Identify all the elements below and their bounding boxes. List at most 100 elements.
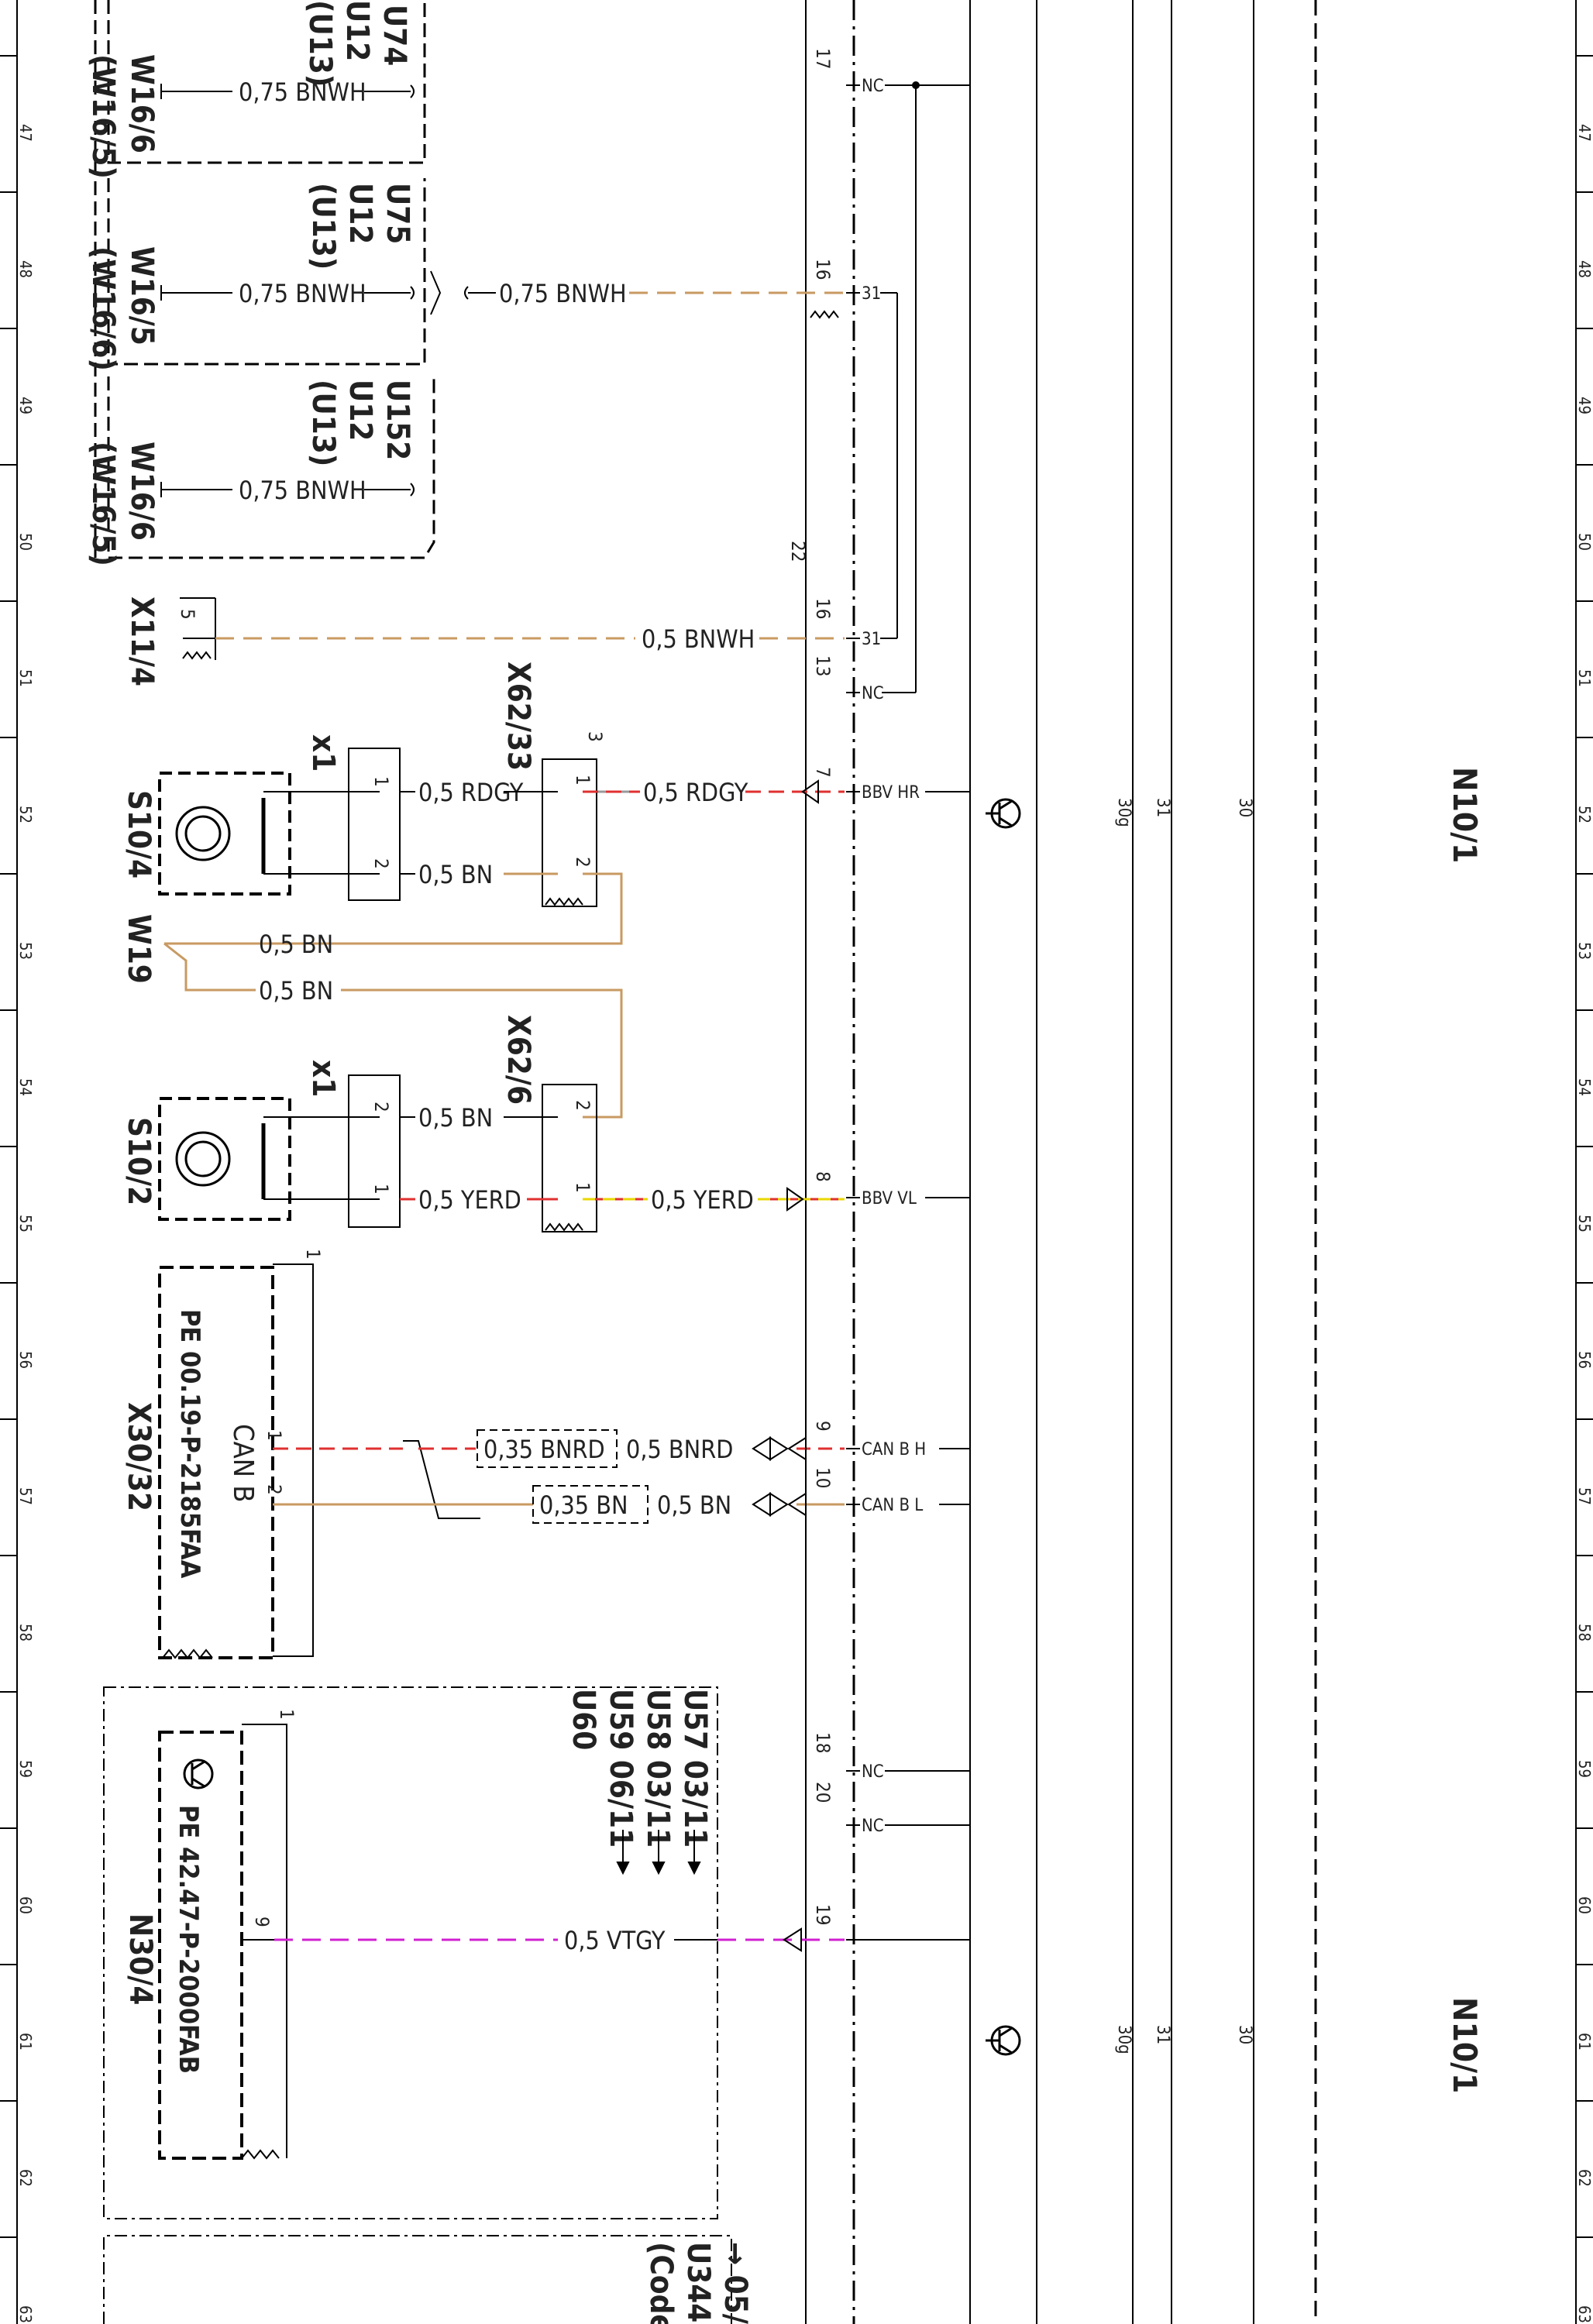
n30-4-label: N30/4: [122, 1913, 158, 2005]
pin-9: 9: [812, 1421, 834, 1432]
arrow-icon: [783, 1927, 802, 1952]
pin-20: 20: [812, 1782, 834, 1803]
pin-3: 3: [584, 731, 606, 742]
grid-number: 48: [16, 260, 35, 278]
u57-group-box: [103, 1686, 732, 2324]
wire-label-bnwh075: 0,75 BNWH: [239, 77, 366, 107]
x62-33-label: X62/33: [501, 662, 536, 771]
u12-label: U12: [342, 380, 378, 441]
signal-nc: NC: [862, 1762, 884, 1782]
wire-label-yerd: 0,5 YERD: [651, 1185, 754, 1215]
main-vertical-lines: [805, 0, 1317, 2324]
signal-31: 31: [1153, 2025, 1172, 2044]
pin-16: 16: [812, 259, 834, 280]
grid-number: 55: [16, 1215, 35, 1232]
signal-nc: NC: [862, 684, 884, 703]
pin-8: 8: [812, 1171, 834, 1182]
pin-1: 1: [263, 1430, 285, 1441]
pin-2: 2: [572, 1100, 594, 1111]
bn035-box: [532, 1485, 649, 1524]
signal-31: 31: [862, 284, 881, 304]
grid-number: 61: [16, 2033, 35, 2051]
x62-6-label: X62/6: [501, 1015, 536, 1105]
pin-1: 1: [572, 775, 594, 786]
transistor-icon: [986, 2025, 1021, 2056]
signal-30g: 30g: [1114, 798, 1134, 827]
wire-label-bn: 0,5 BN: [259, 930, 333, 959]
pin-7: 7: [812, 767, 834, 778]
signal-lines: [860, 84, 970, 1941]
grid-number: 60: [16, 1896, 35, 1914]
grid-number: 49: [16, 397, 35, 414]
grid-number: 61: [1575, 2033, 1593, 2051]
w16-5-alt-label: (W16/5): [85, 54, 121, 179]
u13-label: (U13): [305, 380, 341, 466]
signal-bbv-hr: BBV HR: [862, 783, 920, 803]
grid-number: 56: [16, 1351, 35, 1369]
connector-pins-main: 17 16 16 13 7 8 9 10 18 20 19: [812, 48, 834, 1925]
u13-label: (U13): [302, 0, 338, 87]
wire-label-bn: 0,5 BN: [259, 976, 333, 1006]
wire-label-bnwh075: 0,75 BNWH: [239, 279, 366, 308]
u74-label: U74: [377, 5, 412, 66]
pin-1: 1: [370, 776, 392, 787]
pin-2: 2: [572, 857, 594, 868]
arrow-icon: [801, 779, 819, 804]
signal-can-b-h: CAN B H: [862, 1440, 926, 1459]
wire-label-vtgy: 0,5 VTGY: [564, 1926, 666, 1955]
arrow-05-label: → 05/: [717, 2242, 753, 2324]
wire-bnwh-short: [160, 84, 411, 497]
s10-4-label: S10/4: [121, 790, 157, 878]
n30-4-box: [158, 1724, 287, 2160]
signal-31: 31: [1153, 798, 1172, 817]
signal-31: 31: [862, 630, 881, 649]
grid-number: 57: [16, 1487, 35, 1505]
transistor-icon: [986, 798, 1021, 829]
pin-1: 1: [302, 1249, 324, 1260]
x1-label: x1: [305, 734, 341, 772]
grid-number: 62: [16, 2169, 35, 2187]
transistor-icon: [183, 1758, 214, 1789]
wire-label-bnwh075: 0,75 BNWH: [239, 476, 366, 505]
pin-18: 18: [812, 1732, 834, 1753]
grid-numbers-left: 47 48 49 50 51 52 53 54 55 56 57 58 59 6…: [16, 124, 35, 2323]
wire-label-bnrd05: 0,5 BNRD: [626, 1435, 733, 1464]
bidirectional-arrow-icon: [752, 1436, 807, 1517]
pin-1: 1: [370, 1184, 392, 1195]
w16-5-alt-label: (W16/5): [85, 442, 121, 566]
bnrd035-box: [477, 1429, 618, 1468]
grid-ruler-left: [0, 0, 18, 2324]
code-label: (Code: [643, 2242, 679, 2324]
pin-10: 10: [812, 1467, 834, 1488]
wire-label-bnwh075: 0,75 BNWH: [499, 279, 627, 308]
grid-number: 56: [1575, 1351, 1593, 1369]
grid-numbers-right: 47 48 49 50 51 52 53 54 55 56 57 58 59 6…: [1575, 124, 1593, 2323]
grid-number: 58: [1575, 1624, 1593, 1642]
signal-labels: NC 31 31 NC BBV HR BBV VL CAN B H CAN B …: [862, 77, 926, 1836]
pin-16: 16: [812, 598, 834, 619]
u12-label: U12: [342, 183, 378, 244]
n10-1-label: N10/1: [1446, 767, 1484, 863]
signal-bbv-vl: BBV VL: [862, 1189, 917, 1208]
arrow-icon: [786, 1187, 804, 1212]
w16-6-label: W16/6: [124, 54, 160, 153]
grid-number: 58: [16, 1624, 35, 1642]
pin-9: 9: [251, 1917, 273, 1927]
signal-nc: NC: [862, 77, 884, 96]
grid-number: 59: [16, 1760, 35, 1778]
wire-label-bn035: 0,35 BN: [539, 1490, 628, 1520]
wire-label-bnwh05: 0,5 BNWH: [642, 624, 755, 654]
pin-13: 13: [812, 655, 834, 676]
u75-label: U75: [380, 183, 415, 244]
w16-5-label: W16/5: [124, 246, 160, 346]
grid-number: 53: [1575, 942, 1593, 960]
grid-number: 50: [16, 533, 35, 551]
pin-5: 5: [177, 609, 198, 620]
pin-terminals: [810, 84, 860, 1941]
s10-2-switch: [158, 1097, 291, 1221]
wire-label-yerd: 0,5 YERD: [418, 1185, 521, 1215]
grid-number: 55: [1575, 1215, 1593, 1232]
grid-number: 62: [1575, 2169, 1593, 2187]
pin-2: 2: [370, 1102, 392, 1112]
